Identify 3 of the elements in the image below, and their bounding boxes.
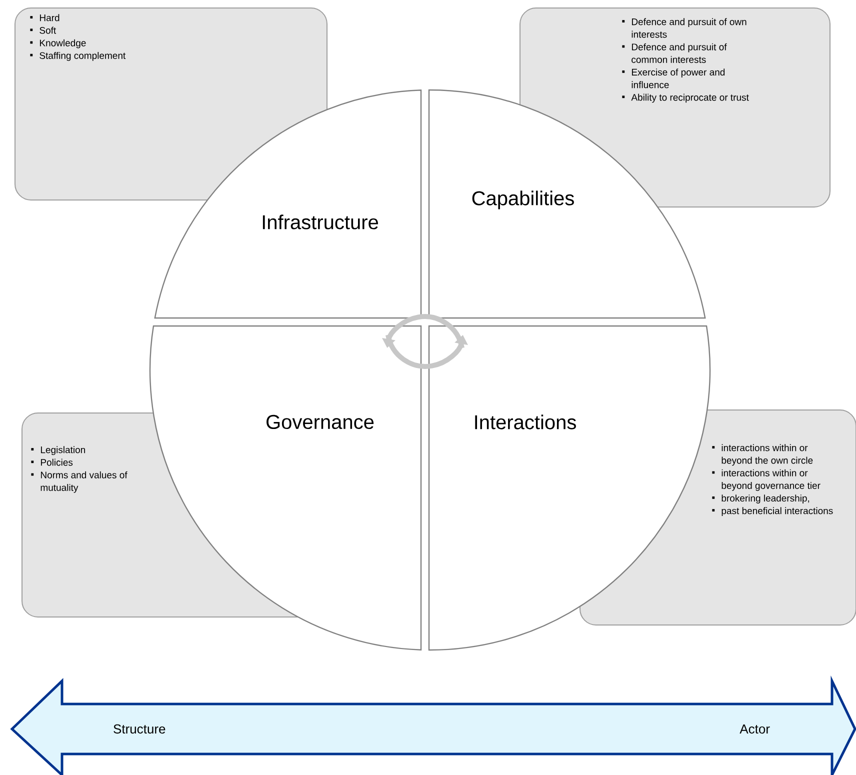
quadrant-segment: Infrastructure xyxy=(154,90,422,319)
quadrant-segment: Interactions xyxy=(428,325,711,651)
quadrant-segment: Governance xyxy=(149,325,422,650)
